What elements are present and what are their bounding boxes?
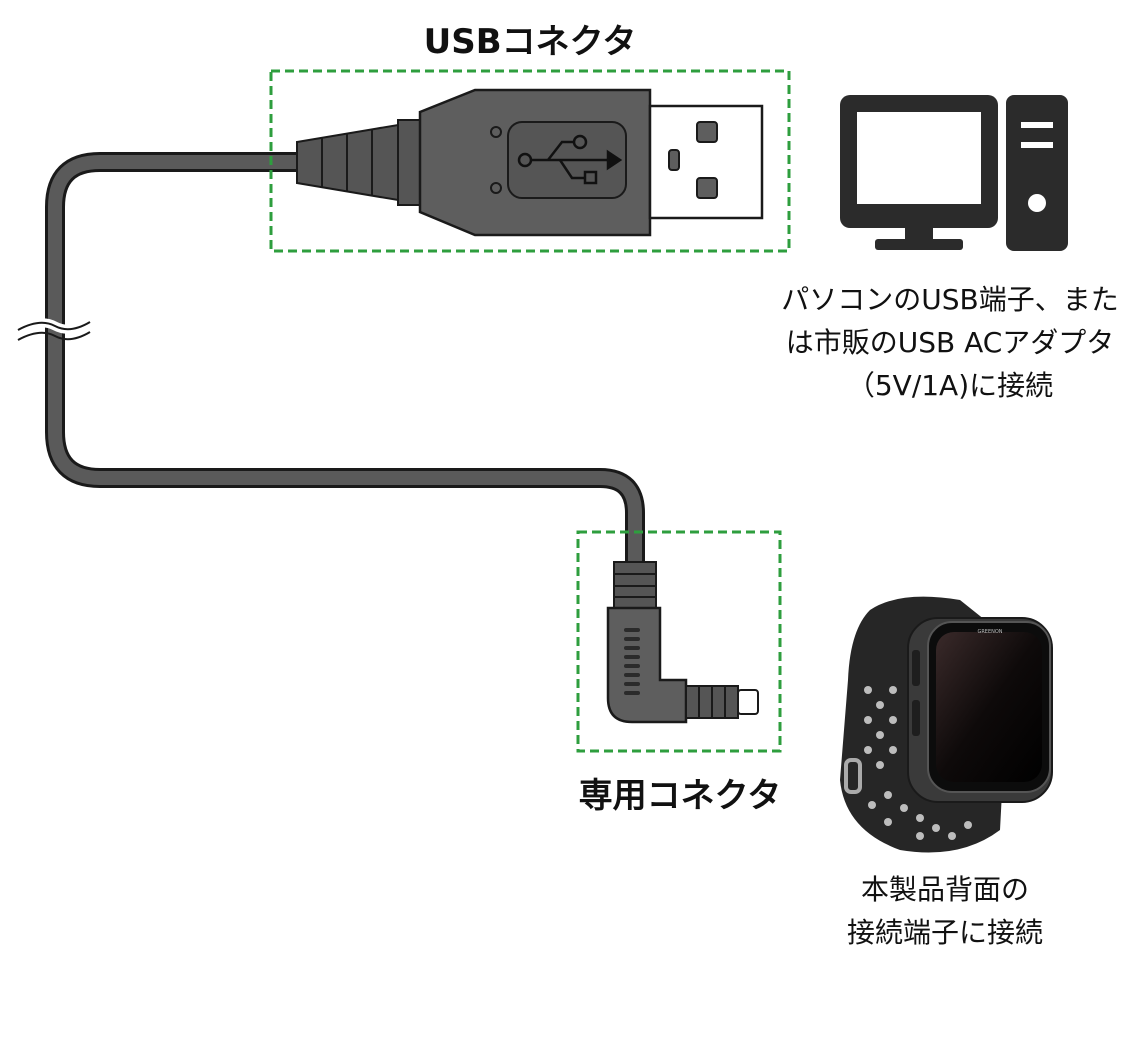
watch-note-line: 本製品背面の bbox=[860, 873, 1029, 906]
pc-note-line: パソコンのUSB端子、また bbox=[781, 283, 1119, 316]
pc-note-line: は市販のUSB ACアダプタ bbox=[785, 326, 1115, 359]
watch-connection-note: 本製品背面の 接続端子に接続 bbox=[800, 868, 1090, 954]
usb-connector-label: USBコネクタ bbox=[423, 22, 637, 62]
usb-connector-highlight bbox=[269, 69, 791, 253]
cable bbox=[15, 152, 645, 565]
pc-connection-note: パソコンのUSB端子、また は市販のUSB ACアダプタ （5V/1A)に接続 bbox=[770, 278, 1130, 407]
usb-trident-icon bbox=[517, 134, 623, 185]
watch-note-line: 接続端子に接続 bbox=[846, 916, 1043, 949]
smartwatch-icon bbox=[840, 596, 1053, 853]
usb-connector bbox=[296, 88, 764, 237]
watch-brand-text: GREENON bbox=[977, 629, 1003, 635]
pc-note-line: （5V/1A)に接続 bbox=[846, 369, 1054, 402]
desktop-computer-icon bbox=[840, 95, 1068, 251]
dedicated-connector-label: 専用コネクタ bbox=[578, 776, 782, 816]
dedicated-connector-highlight bbox=[576, 530, 782, 753]
dedicated-connector bbox=[606, 561, 759, 724]
